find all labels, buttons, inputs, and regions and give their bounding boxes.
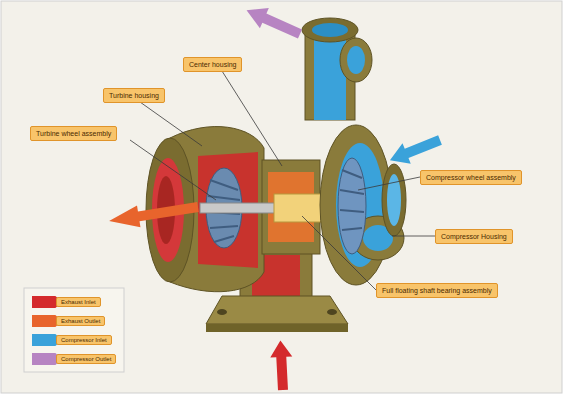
flow-arrows [107,0,444,390]
compressor-outlet-pipe [302,18,372,120]
leader-lines [130,71,435,290]
part-label: Center housing [183,57,242,72]
compressor-wheel [338,158,366,254]
legend-box [24,288,124,372]
part-label: Turbine wheel assembly [30,126,117,141]
label-text: Center housing [189,60,236,69]
part-label: Compressor wheel assembly [420,170,522,185]
part-label: Full floating shaft bearing assembly [376,283,498,298]
legend-text: Exhaust Inlet [56,297,101,307]
label-text: Turbine housing [109,91,159,100]
label-text: Turbine wheel assembly [36,129,111,138]
legend-text: Compressor Outlet [56,354,116,364]
label-text: Compressor wheel assembly [426,173,516,182]
legend-text: Compressor Inlet [56,335,112,345]
part-label: Compressor Housing [435,229,513,244]
label-text: Compressor Housing [441,232,507,241]
label-text: Full floating shaft bearing assembly [382,286,492,295]
compressor-housing [320,125,406,285]
part-label: Turbine housing [103,88,165,103]
legend-text: Exhaust Outlet [56,316,105,326]
